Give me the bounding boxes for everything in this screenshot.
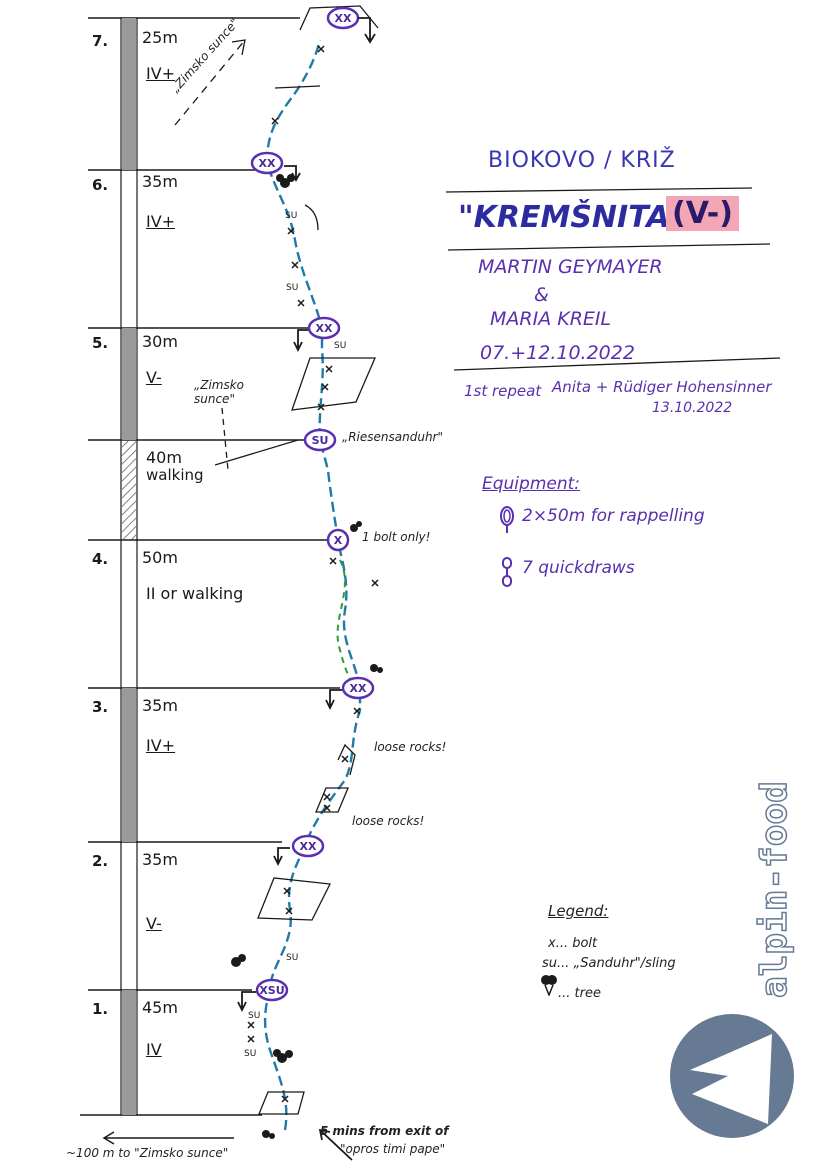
station-3 bbox=[341, 676, 375, 700]
pitch-5-number: 5. bbox=[92, 334, 109, 352]
svg-text:alpin-food: alpin-food bbox=[754, 781, 795, 998]
rappel-arrows bbox=[237, 17, 376, 1161]
legend-tree: ... tree bbox=[558, 986, 601, 1001]
legend-sling: su... „Sanduhr"/sling bbox=[542, 956, 676, 971]
station-5-label: XX bbox=[316, 322, 333, 335]
bottom-left-note: ~100 m to "Zimsko sunce" bbox=[66, 1146, 229, 1160]
pitch-7-number: 7. bbox=[92, 32, 109, 50]
route-line bbox=[263, 39, 362, 1131]
pitch-3-length: 35m bbox=[142, 696, 178, 715]
station-6 bbox=[250, 151, 284, 175]
station-su-label: SU bbox=[312, 434, 329, 447]
station-7-label: XX bbox=[335, 12, 352, 25]
height-scale-bar bbox=[120, 17, 138, 1116]
author-and: & bbox=[534, 284, 549, 306]
bolt-only-note: 1 bolt only! bbox=[362, 530, 431, 544]
pitch-2-number: 2. bbox=[92, 852, 109, 870]
bolt-markers bbox=[247, 45, 379, 1103]
pitch-7-length: 25m bbox=[142, 28, 178, 47]
pitch-7-grade: IV+ bbox=[146, 64, 176, 83]
pitch-3-grade: IV+ bbox=[146, 736, 176, 755]
route-grade-badge: (V-) bbox=[666, 196, 739, 231]
repeat-names: Anita + Rüdiger Hohensinner bbox=[552, 378, 772, 396]
route-name-title: "KREMŠNITA" bbox=[458, 200, 686, 235]
quickdraw-icon bbox=[500, 556, 514, 592]
equipment-quickdraws: 7 quickdraws bbox=[522, 558, 635, 578]
approach-note: 5 mins from exit of bbox=[320, 1124, 449, 1138]
pitch-5-grade: V- bbox=[146, 368, 162, 387]
loose-rocks-note-2: loose rocks! bbox=[352, 814, 425, 828]
repeat-prefix: 1st repeat bbox=[464, 382, 542, 400]
equipment-rope: 2×50m for rappelling bbox=[522, 506, 705, 526]
pitch-6-number: 6. bbox=[92, 176, 109, 194]
pitch-6-length: 35m bbox=[142, 172, 178, 191]
equipment-heading: Equipment: bbox=[482, 474, 581, 494]
station-1 bbox=[255, 978, 289, 1002]
pitch-6-grade: IV+ bbox=[146, 212, 176, 231]
legend-bolt: x... bolt bbox=[548, 936, 598, 951]
pitch-walk-length: 40m bbox=[146, 448, 182, 467]
pitch-1-length: 45m bbox=[142, 998, 178, 1017]
pitch-4-length: 50m bbox=[142, 548, 178, 567]
station-2 bbox=[291, 834, 325, 858]
station-su bbox=[303, 428, 337, 452]
loose-rocks-note-1: loose rocks! bbox=[374, 740, 447, 754]
sling-label: SU bbox=[248, 1011, 260, 1021]
approach-place-note: "opros timi pape" bbox=[340, 1142, 446, 1156]
sling-label: SU bbox=[334, 341, 346, 351]
author-2: MARIA KREIL bbox=[490, 308, 612, 330]
pitch-1-grade: IV bbox=[146, 1040, 162, 1059]
legend-tree-icon bbox=[540, 974, 558, 1000]
brand-wordmark: alpin-food bbox=[753, 781, 796, 999]
divider-lines-right bbox=[445, 187, 781, 371]
pitch-2-grade: V- bbox=[146, 914, 162, 933]
location-title: BIOKOVO / KRIŽ bbox=[488, 148, 676, 173]
repeat-date: 13.10.2022 bbox=[652, 400, 733, 416]
pitch-3-number: 3. bbox=[92, 698, 109, 716]
tree-icon bbox=[231, 174, 383, 1139]
zimsko-sunce-mid-note: „Zimsko sunce" bbox=[194, 378, 245, 406]
brand-logo-icon bbox=[670, 1014, 794, 1138]
station-4 bbox=[326, 528, 350, 552]
pitch-5-length: 30m bbox=[142, 332, 178, 351]
pitch-4-grade: II or walking bbox=[146, 584, 244, 603]
station-2-label: XX bbox=[300, 840, 317, 853]
legend-heading: Legend: bbox=[548, 902, 609, 920]
station-6-label: XX bbox=[259, 157, 276, 170]
rope-icon bbox=[498, 504, 516, 538]
station-4-label: X bbox=[334, 534, 343, 547]
pitch-dividers bbox=[80, 17, 340, 1116]
first-ascent-dates: 07.+12.10.2022 bbox=[480, 342, 635, 364]
station-3-label: XX bbox=[350, 682, 367, 695]
pitch-1-number: 1. bbox=[92, 1000, 109, 1018]
station-1-label: XSU bbox=[259, 984, 284, 997]
author-1: MARTIN GEYMAYER bbox=[478, 256, 663, 278]
station-5 bbox=[307, 316, 341, 340]
sling-label: SU bbox=[286, 953, 298, 963]
pitch-2-length: 35m bbox=[142, 850, 178, 869]
terrain-sketch bbox=[174, 5, 379, 1115]
riesensanduhr-note: „Riesensanduhr" bbox=[342, 430, 444, 444]
sling-label: SU bbox=[286, 283, 298, 293]
pitch-4-number: 4. bbox=[92, 550, 109, 568]
sling-label: SU bbox=[285, 211, 297, 221]
sling-label: SU bbox=[244, 1049, 256, 1059]
pitch-walk-grade: walking bbox=[146, 466, 204, 484]
bottom-left-arrow bbox=[102, 1131, 234, 1145]
